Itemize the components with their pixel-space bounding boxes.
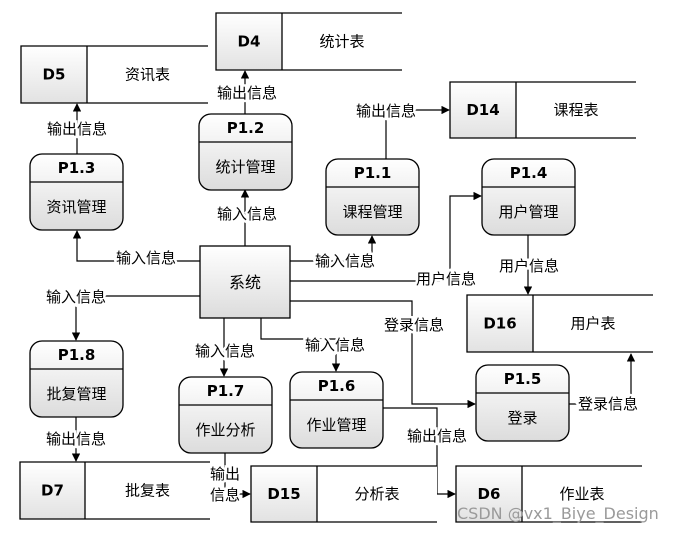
process-id-p18: P1.8 [58,346,96,364]
process-p18: P1.8 批复管理 [29,340,124,418]
system-center-label: 系统 [229,273,261,292]
store-id-d4: D4 [238,33,261,51]
process-id-p13: P1.3 [58,159,96,177]
store-name-d5: 资讯表 [125,66,170,84]
flow-label-f-p18-d7: 输出信息 [46,430,106,448]
data-store-d16: D16 用户表 [466,294,653,353]
store-id-d7: D7 [41,482,64,500]
process-id-p11: P1.1 [354,164,392,182]
process-p13: P1.3 资讯管理 [29,153,124,231]
store-id-d15: D15 [267,485,300,503]
process-name-p15: 登录 [507,409,537,427]
flow-label-f-sys-p11: 输入信息 [315,252,375,270]
store-name-d6: 作业表 [559,485,604,503]
flow-line-f-p16-d6 [383,407,456,499]
flow-line-f-sys-p16 [260,318,341,372]
process-p17: P1.7 作业分析 [178,376,273,454]
flow-line-f-sys-p14 [290,191,482,282]
process-id-p12: P1.2 [227,119,265,137]
process-name-p16: 作业管理 [306,416,366,434]
process-p16: P1.6 作业管理 [289,371,384,449]
process-id-p15: P1.5 [504,370,542,388]
flow-label-f-sys-p12: 输入信息 [217,205,277,223]
process-name-p17: 作业分析 [195,421,255,439]
flow-line-f-p15-d16 [569,353,636,405]
flow-line-f-p17-d15 [224,453,251,499]
store-name-d15: 分析表 [354,485,399,503]
flow-label-f-p12-d4: 输出信息 [217,84,277,102]
watermark-text: CSDN @vx1_Biye_Design [457,504,659,524]
process-p14: P1.4 用户管理 [481,158,576,236]
data-store-d6: D6 作业表 [455,465,642,523]
process-id-p16: P1.6 [318,377,356,395]
store-name-d16: 用户表 [570,315,615,333]
process-id-p14: P1.4 [510,164,548,182]
process-name-p13: 资讯管理 [46,198,106,216]
store-id-d6: D6 [478,485,501,503]
store-name-d7: 批复表 [125,482,170,500]
process-name-p14: 用户管理 [498,203,558,221]
process-name-p18: 批复管理 [46,385,106,403]
flow-label-f-sys-p14: 用户信息 [416,270,476,288]
data-store-d5: D5 资讯表 [20,45,208,104]
store-name-d4: 统计表 [319,33,364,51]
flow-label-f-sys-p17: 输入信息 [195,342,255,360]
flow-line-f-p11-d14 [385,105,450,159]
system-center-box: 系统 [199,245,291,319]
flow-line-f-sys-p13 [72,230,200,262]
flow-label-f-sys-p16: 输入信息 [305,336,365,354]
process-name-p11: 课程管理 [342,203,402,221]
process-name-p12: 统计管理 [215,158,275,176]
process-p15: P1.5 登录 [475,364,570,442]
flow-label-f-p13-d5: 输出信息 [47,120,107,138]
flow-label-f-sys-p18: 输入信息 [46,288,106,306]
flow-line-f-sys-p11 [290,235,377,262]
process-id-p17: P1.7 [207,382,245,400]
data-store-d4: D4 统计表 [215,12,402,71]
flow-label-f-p14-d16: 用户信息 [499,257,559,275]
store-id-d14: D14 [466,101,499,119]
process-p12: P1.2 统计管理 [198,113,293,191]
data-store-d14: D14 课程表 [449,81,636,139]
data-store-d7: D7 批复表 [19,461,210,520]
process-p11: P1.1 课程管理 [325,158,420,236]
store-id-d5: D5 [43,66,66,84]
flow-label-f-sys-p13: 输入信息 [116,249,176,267]
store-name-d14: 课程表 [553,101,598,119]
data-store-d15: D15 分析表 [250,465,437,523]
flow-label-f-p11-d14: 输出信息 [356,102,416,120]
flow-line-f-sys-p18 [71,295,200,341]
flow-label-f-p16-d6: 输出信息 [407,427,467,445]
flow-label-f-p17-d15: 输出信息 [210,465,240,504]
store-id-d16: D16 [483,315,516,333]
flow-label-f-sys-p15: 登录信息 [384,316,444,334]
flow-label-f-p15-d16: 登录信息 [578,395,638,413]
flow-line-f-sys-p15 [290,300,476,409]
